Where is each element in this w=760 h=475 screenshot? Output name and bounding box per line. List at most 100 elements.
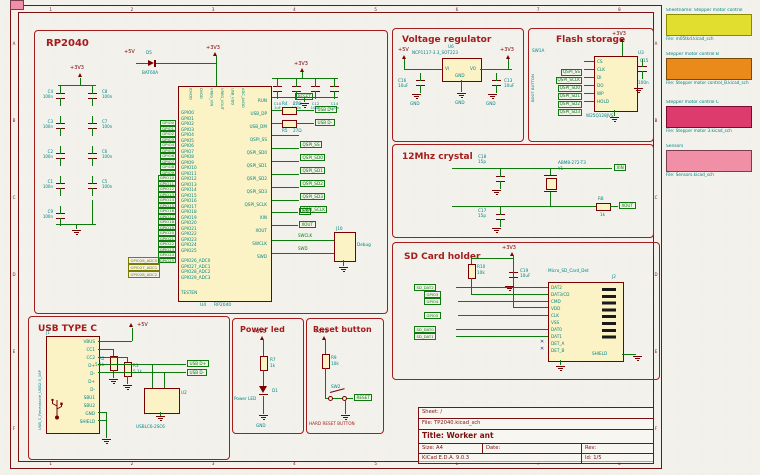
global-label[interactable]: QSPI_SD1 — [300, 167, 326, 174]
flash-ic[interactable] — [594, 56, 638, 112]
global-label[interactable]: QSPI_SD3 — [300, 193, 326, 200]
global-label[interactable]: GPIO15 — [157, 202, 176, 209]
swd-net-label[interactable]: SWD — [298, 246, 308, 251]
global-label[interactable]: GPIO6 — [160, 153, 176, 159]
global-label[interactable]: QSPI_SD3 — [557, 109, 582, 116]
gnd-symbol[interactable] — [259, 415, 268, 420]
resistor-symbol[interactable] — [110, 356, 118, 371]
capacitor[interactable] — [638, 59, 647, 79]
power-flag-icon[interactable] — [620, 38, 624, 42]
sheet-rect[interactable] — [666, 57, 752, 80]
gnd-symbol[interactable] — [488, 94, 497, 99]
vreg-ic[interactable] — [442, 58, 482, 82]
global-label[interactable]: QSPI_SS — [560, 69, 582, 76]
usb-dp-label[interactable]: USB D+ — [315, 106, 337, 114]
partial-hier-sheet[interactable] — [10, 0, 24, 10]
esd-protection-ic[interactable] — [144, 388, 180, 414]
global-label[interactable]: GPIO0 — [160, 120, 176, 126]
global-label[interactable]: GPIO3 — [160, 136, 176, 143]
gnd-symbol[interactable] — [300, 103, 309, 108]
global-label[interactable]: GPIO9 — [160, 169, 176, 176]
led-symbol[interactable] — [259, 386, 267, 393]
capacitor[interactable] — [496, 207, 505, 227]
power-flag-icon[interactable] — [510, 252, 514, 256]
global-label[interactable]: GPIO13 — [157, 191, 176, 198]
sd-net-label[interactable]: GPIO3 — [424, 291, 441, 299]
gnd-symbol[interactable] — [341, 415, 350, 420]
global-label[interactable]: GPIO14 — [157, 197, 176, 203]
capacitor[interactable] — [509, 265, 518, 285]
rp2040-ic[interactable] — [178, 86, 272, 302]
xout-label[interactable]: XOUT — [299, 221, 316, 229]
gnd-symbol[interactable] — [505, 286, 514, 291]
gnd-symbol[interactable] — [72, 230, 81, 235]
reset-label[interactable]: RESET — [295, 93, 314, 101]
sd-net-label[interactable]: SD_DAT1 — [414, 333, 437, 341]
global-label[interactable]: GPIO25 — [157, 257, 176, 264]
sd-net-label[interactable]: SD_DAT0 — [414, 326, 437, 334]
gnd-symbol[interactable] — [412, 94, 421, 99]
gnd-symbol[interactable] — [556, 366, 565, 371]
global-label[interactable]: QSPI_SD1 — [557, 93, 582, 100]
global-label[interactable]: GPIO12 — [157, 186, 176, 192]
adc-label[interactable]: GPIO26_ADC0 — [128, 257, 160, 265]
sd-net-label[interactable]: GPIO4 — [424, 298, 441, 306]
power-flag-icon[interactable] — [402, 55, 406, 59]
usb-dm-label[interactable]: USB D- — [187, 369, 207, 377]
switch-contact[interactable] — [328, 396, 333, 401]
global-label[interactable]: GPIO19 — [157, 224, 176, 231]
xin-label[interactable]: XIN — [299, 208, 312, 216]
global-label[interactable]: QSPI_SD0 — [300, 154, 326, 161]
hier-sheet-sensors[interactable]: Sensors File: Sensors.kicad_sch — [666, 144, 756, 177]
gnd-symbol[interactable] — [492, 228, 501, 233]
sheet-rect[interactable] — [666, 13, 752, 36]
sd-net-label[interactable]: GPIO5 — [424, 312, 441, 320]
gnd-symbol[interactable] — [610, 117, 619, 122]
adc-label[interactable]: GPIO27_ADC1 — [128, 264, 160, 272]
swclk-net-label[interactable]: SWCLK — [298, 233, 313, 238]
switch-contact[interactable] — [342, 396, 347, 401]
usb-dm-label[interactable]: USB D- — [315, 119, 335, 127]
gnd-symbol[interactable] — [457, 93, 466, 98]
global-label[interactable]: GPIO20 — [157, 230, 176, 236]
global-label[interactable]: GPIO2 — [160, 131, 176, 137]
capacitor[interactable] — [492, 73, 501, 93]
global-label[interactable]: GPIO22 — [157, 241, 176, 247]
global-label[interactable]: GPIO23 — [157, 246, 176, 253]
global-label[interactable]: GPIO24 — [157, 252, 176, 258]
global-label[interactable]: GPIO5 — [160, 147, 176, 154]
gnd-symbol[interactable] — [634, 88, 643, 93]
power-flag-icon[interactable] — [213, 52, 217, 56]
hier-sheet-stepper-a[interactable]: Sheetname: Stepper motor control File: m… — [666, 8, 756, 41]
global-label[interactable]: QSPI_SD0 — [557, 85, 582, 92]
xout-label[interactable]: XOUT — [619, 202, 636, 210]
global-label[interactable]: GPIO17 — [157, 213, 176, 220]
resistor-symbol[interactable] — [322, 354, 330, 369]
resistor-symbol[interactable] — [260, 356, 268, 371]
global-label[interactable]: GPIO11 — [157, 180, 176, 187]
power-flag-icon[interactable] — [506, 55, 510, 59]
global-label[interactable]: QSPI_SCLK — [300, 206, 328, 213]
hier-sheet-stepper-b[interactable]: Stepper motor control B File: Stepper mo… — [666, 52, 756, 85]
adc-label[interactable]: GPIO28_ADC2 — [128, 271, 160, 279]
gnd-symbol[interactable] — [102, 439, 111, 444]
resistor-symbol[interactable] — [124, 362, 132, 377]
sd-net-label[interactable]: SD_DAT2 — [414, 284, 437, 292]
capacitor[interactable] — [496, 169, 505, 189]
diode-symbol[interactable] — [148, 60, 154, 66]
gnd-symbol[interactable] — [339, 267, 348, 272]
reset-label[interactable]: RESET — [354, 394, 373, 402]
crystal-symbol[interactable] — [546, 178, 557, 190]
hier-sheet-stepper-c[interactable]: Stepper motor control C File: Stepper mo… — [666, 100, 756, 133]
global-label[interactable]: QSPI_SD2 — [557, 101, 582, 108]
global-label[interactable]: GPIO16 — [157, 208, 176, 214]
